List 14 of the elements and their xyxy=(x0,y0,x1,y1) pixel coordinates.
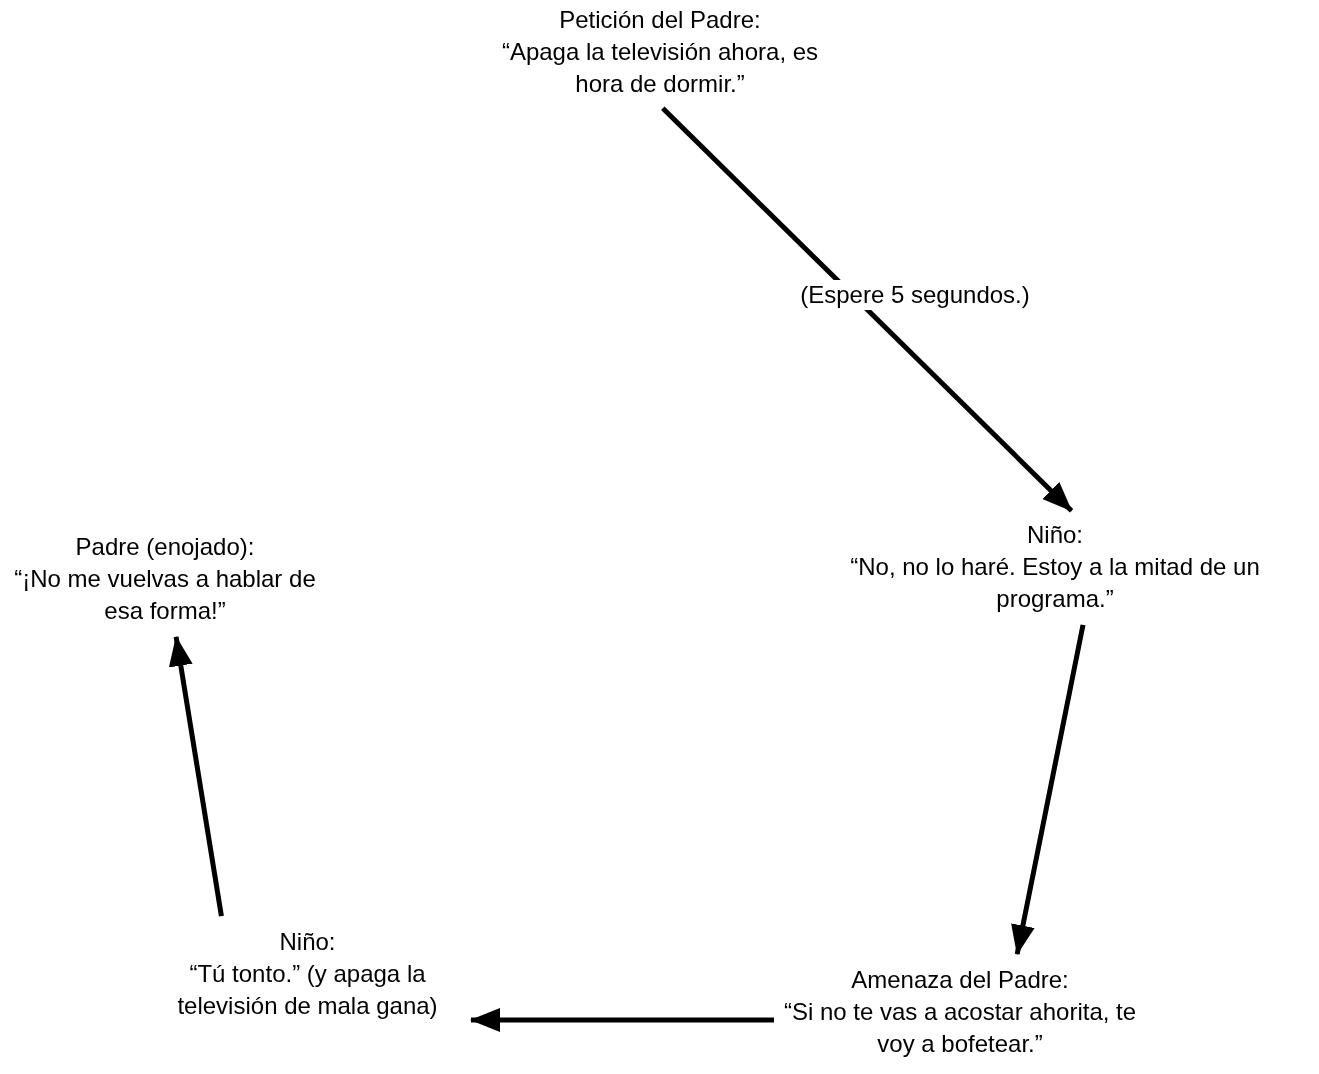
speaker-heading: Petición del Padre: xyxy=(559,5,761,35)
speaker-heading: Niño: xyxy=(1027,520,1083,550)
speaker-heading: Padre (enojado): xyxy=(75,532,255,562)
quote-text: “No, no lo haré. Estoy a la mitad de un programa.” xyxy=(849,552,1261,614)
quote-text: “Tú tonto.” (y apaga la televisión de mala gana) xyxy=(176,959,439,1021)
quote-text: “¡No me vuelvas a hablar de esa forma!” xyxy=(13,564,317,626)
arrow xyxy=(1011,624,1086,956)
arrow xyxy=(168,635,224,917)
speaker-heading: Niño: xyxy=(279,927,336,957)
quote-text: “Si no te vas a acostar ahorita, te voy a bofetear.” xyxy=(782,997,1138,1059)
speaker-heading: Amenaza del Padre: xyxy=(851,965,1069,995)
arrow xyxy=(470,1008,774,1032)
arrow xyxy=(661,106,1074,513)
quote-text: “Apaga la televisión ahora, es hora de dormir.” xyxy=(500,37,820,99)
